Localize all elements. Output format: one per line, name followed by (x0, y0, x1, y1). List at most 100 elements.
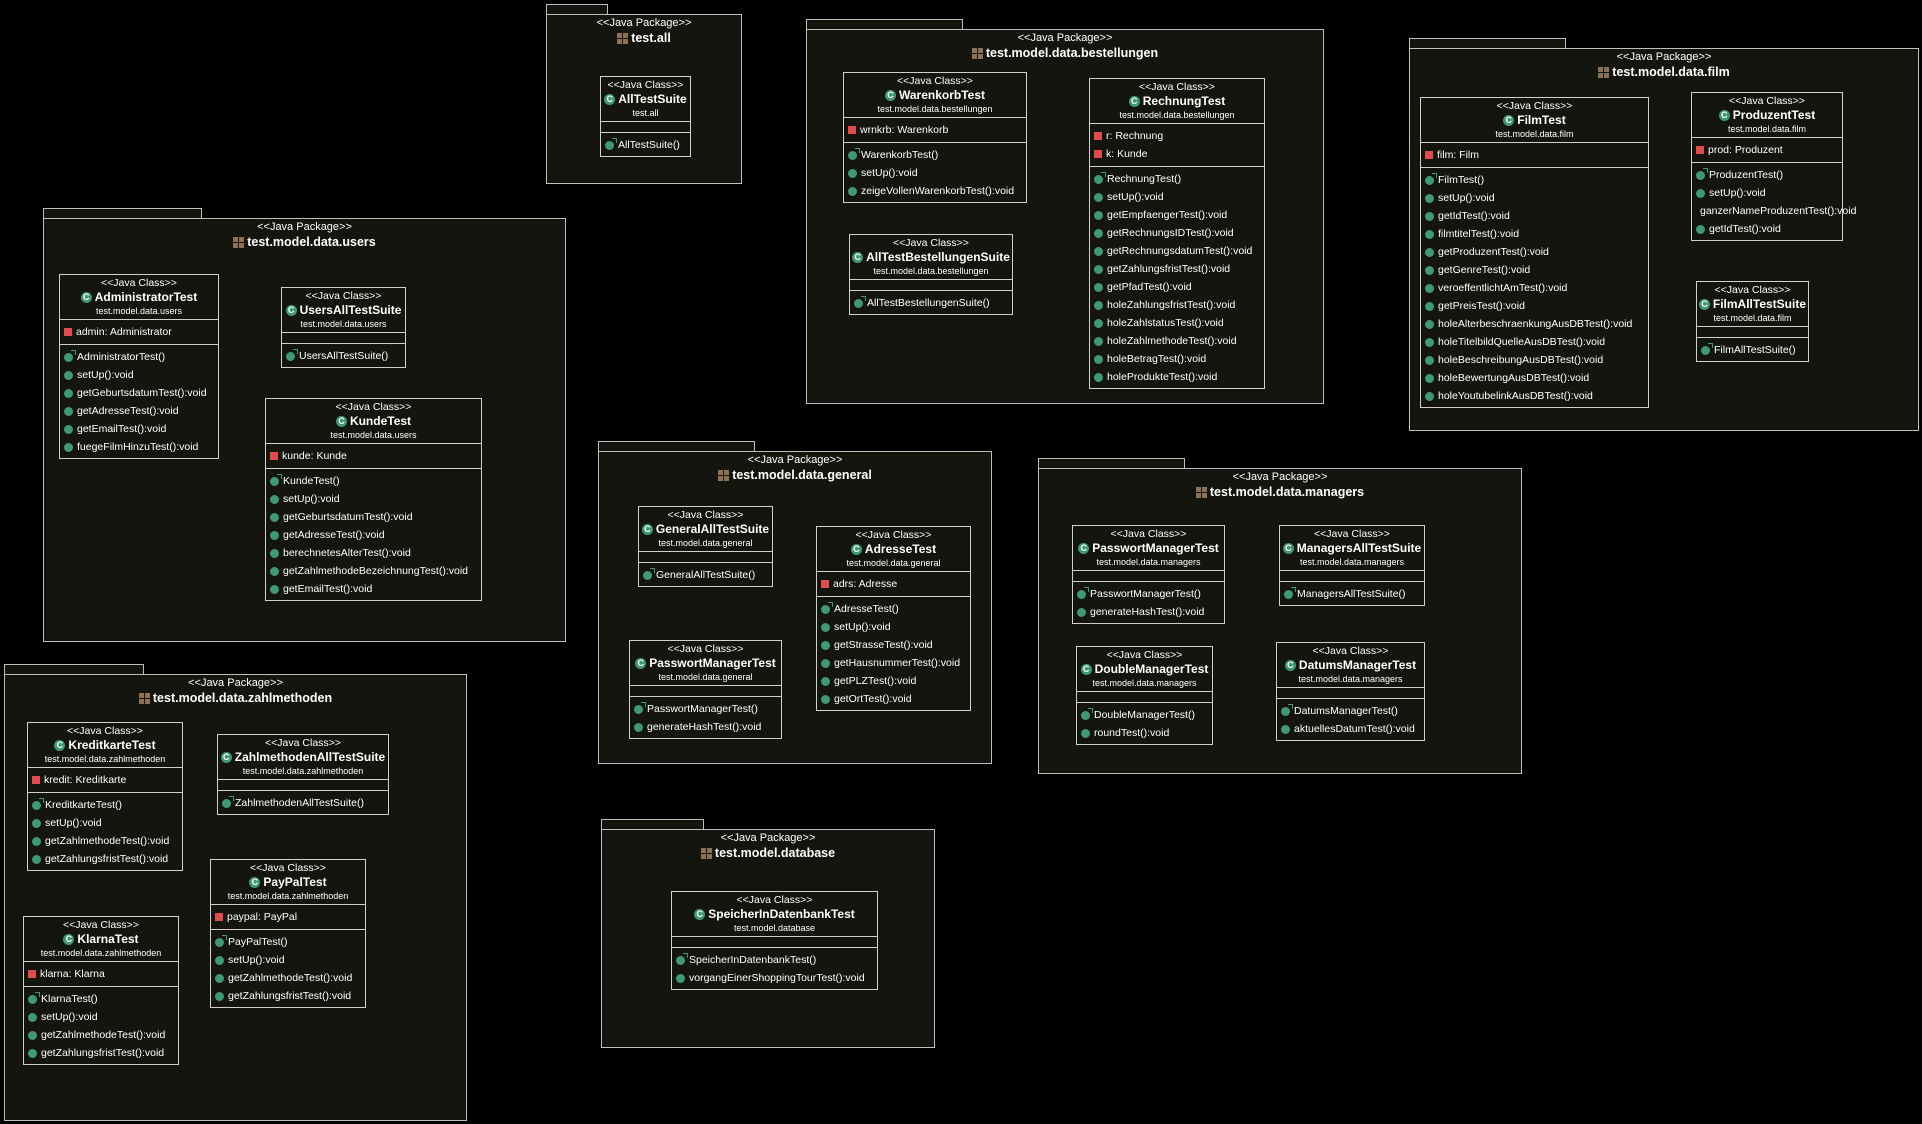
operation-row[interactable]: getRechnungsIDTest():void (1094, 224, 1260, 242)
operation-row[interactable]: getEmailTest():void (64, 420, 214, 438)
attribute-row[interactable]: paypal: PayPal (215, 908, 361, 926)
operation-row[interactable]: ZahlmethodenAllTestSuite() (222, 794, 384, 812)
attribute-row[interactable]: kunde: Kunde (270, 447, 477, 465)
operation-row[interactable]: setUp():void (32, 814, 178, 832)
operation-row[interactable]: DoubleManagerTest() (1081, 706, 1208, 724)
operation-row[interactable]: getZahlungsfristTest():void (28, 1044, 174, 1062)
attribute-row[interactable]: klarna: Klarna (28, 965, 174, 983)
operation-row[interactable]: setUp():void (1094, 188, 1260, 206)
operation-row[interactable]: holeZahlstatusTest():void (1094, 314, 1260, 332)
operation-row[interactable]: getZahlmethodeTest():void (215, 969, 361, 987)
operation-row[interactable]: getAdresseTest():void (270, 526, 477, 544)
operation-row[interactable]: setUp():void (1425, 189, 1644, 207)
operation-row[interactable]: roundTest():void (1081, 724, 1208, 742)
operation-row[interactable]: getEmpfaengerTest():void (1094, 206, 1260, 224)
operation-row[interactable]: getOrtTest():void (821, 690, 966, 708)
operation-row[interactable]: vorgangEinerShoppingTourTest():void (676, 969, 873, 987)
operation-row[interactable]: holeBetragTest():void (1094, 350, 1260, 368)
operation-row[interactable]: holeBeschreibungAusDBTest():void (1425, 351, 1644, 369)
attribute-row[interactable]: prod: Produzent (1696, 141, 1838, 159)
attribute-row[interactable]: film: Film (1425, 146, 1644, 164)
operation-row[interactable]: UsersAllTestSuite() (286, 347, 401, 365)
operation-row[interactable]: fuegeFilmHinzuTest():void (64, 438, 214, 456)
operation-row[interactable]: setUp():void (821, 618, 966, 636)
operation-row[interactable]: setUp():void (1696, 184, 1838, 202)
operation-row[interactable]: KundeTest() (270, 472, 477, 490)
operation-row[interactable]: getProduzentTest():void (1425, 243, 1644, 261)
operation-row[interactable]: getGenreTest():void (1425, 261, 1644, 279)
operation-row[interactable]: setUp():void (215, 951, 361, 969)
operation-row[interactable]: AllTestBestellungenSuite() (854, 294, 1008, 312)
operation-row[interactable]: getIdTest():void (1696, 220, 1838, 238)
operation-row[interactable]: setUp():void (64, 366, 214, 384)
attribute-row[interactable]: k: Kunde (1094, 145, 1260, 163)
operation-row[interactable]: zeigeVollenWarenkorbTest():void (848, 182, 1022, 200)
operation-row[interactable]: holeYoutubelinkAusDBTest():void (1425, 387, 1644, 405)
operation-row[interactable]: holeTitelbildQuelleAusDBTest():void (1425, 333, 1644, 351)
operation-row[interactable]: setUp():void (848, 164, 1022, 182)
attribute-row[interactable]: kredit: Kreditkarte (32, 771, 178, 789)
operation-row[interactable]: AdministratorTest() (64, 348, 214, 366)
operation-row[interactable]: PasswortManagerTest() (1077, 585, 1220, 603)
operation-row[interactable]: WarenkorbTest() (848, 146, 1022, 164)
operation-row[interactable]: getZahlungsfristTest():void (215, 987, 361, 1005)
operation-row[interactable]: DatumsManagerTest() (1281, 702, 1420, 720)
attribute-row[interactable]: admin: Administrator (64, 323, 214, 341)
operation-row[interactable]: aktuellesDatumTest():void (1281, 720, 1420, 738)
operation-row[interactable]: AdresseTest() (821, 600, 966, 618)
operation-row[interactable]: generateHashTest():void (1077, 603, 1220, 621)
operation-row[interactable]: getHausnummerTest():void (821, 654, 966, 672)
operation-row[interactable]: getGeburtsdatumTest():void (270, 508, 477, 526)
operation-row[interactable]: ManagersAllTestSuite() (1284, 585, 1420, 603)
operation-row[interactable]: getZahlmethodeTest():void (28, 1026, 174, 1044)
operation-row[interactable]: getRechnungsdatumTest():void (1094, 242, 1260, 260)
operation-row[interactable]: filmtitelTest():void (1425, 225, 1644, 243)
operation-row[interactable]: getZahlmethodeBezeichnungTest():void (270, 562, 477, 580)
operation-row[interactable]: getGeburtsdatumTest():void (64, 384, 214, 402)
operation-row[interactable]: SpeicherInDatenbankTest() (676, 951, 873, 969)
operation-row[interactable]: setUp():void (270, 490, 477, 508)
operation-row[interactable]: PasswortManagerTest() (634, 700, 777, 718)
operation-row[interactable]: ganzerNameProduzentTest():void (1696, 202, 1856, 220)
operation-row[interactable]: holeProdukteTest():void (1094, 368, 1260, 386)
operation-row[interactable]: FilmAllTestSuite() (1701, 341, 1804, 359)
operation-row[interactable]: veroeffentlichtAmTest():void (1425, 279, 1644, 297)
operation-row[interactable]: FilmTest() (1425, 171, 1644, 189)
operation-row[interactable]: getStrasseTest():void (821, 636, 966, 654)
operation-row[interactable]: getAdresseTest():void (64, 402, 214, 420)
attribute-row[interactable]: adrs: Adresse (821, 575, 966, 593)
operation-row[interactable]: holeBewertungAusDBTest():void (1425, 369, 1644, 387)
operation-row[interactable]: KlarnaTest() (28, 990, 174, 1008)
operation-row[interactable]: holeZahlungsfristTest():void (1094, 296, 1260, 314)
operation-row[interactable]: getPfadTest():void (1094, 278, 1260, 296)
operation-row[interactable]: PayPalTest() (215, 933, 361, 951)
operation-row[interactable]: ProduzentTest() (1696, 166, 1838, 184)
operation-row[interactable]: berechnetesAlterTest():void (270, 544, 477, 562)
operation-row[interactable]: getEmailTest():void (270, 580, 477, 598)
operation-row[interactable]: generateHashTest():void (634, 718, 777, 736)
attribute-row[interactable]: r: Rechnung (1094, 127, 1260, 145)
operation-row[interactable]: holeZahlmethodeTest():void (1094, 332, 1260, 350)
operation-row[interactable]: setUp():void (28, 1008, 174, 1026)
operation-row[interactable]: getPLZTest():void (821, 672, 966, 690)
